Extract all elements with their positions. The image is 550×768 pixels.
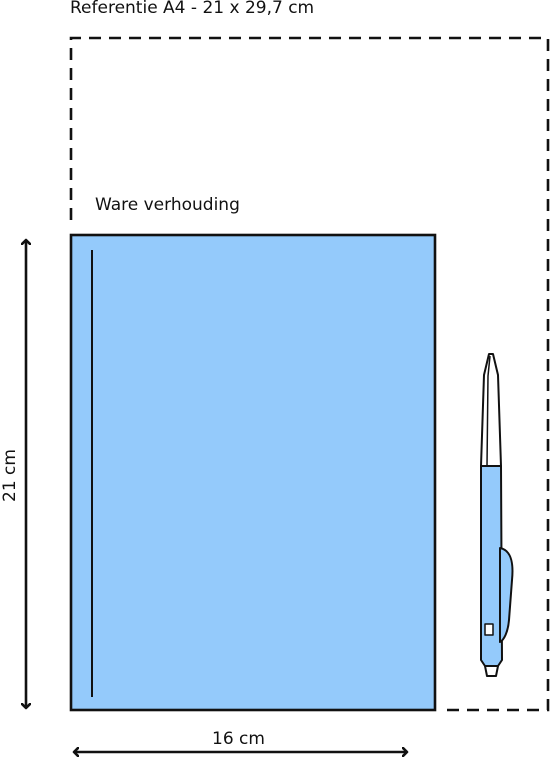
height-dimension-label: 21 cm [0, 449, 20, 502]
ballpoint-pen-icon [480, 353, 514, 677]
width-dimension-label: 16 cm [212, 729, 265, 749]
notebook-cover [69, 233, 437, 712]
pen-tip [480, 353, 502, 467]
pen-end-cap [484, 665, 499, 677]
pen-button [484, 623, 494, 636]
pen-barrel [480, 465, 503, 667]
a4-reference-outline [69, 36, 550, 712]
pen-clip [499, 547, 514, 643]
a4-reference-label: Referentie A4 - 21 x 29,7 cm [70, 0, 315, 18]
true-ratio-label: Ware verhouding [95, 195, 240, 215]
pen-tip-line [486, 355, 491, 467]
notebook-icon [69, 233, 437, 712]
